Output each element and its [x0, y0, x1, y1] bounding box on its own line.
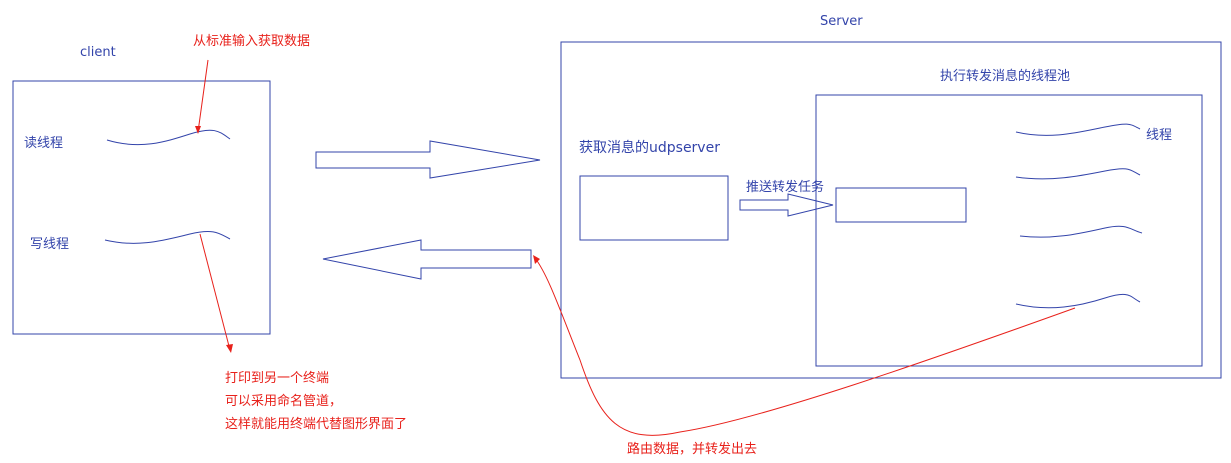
print-pointer-line [199, 233, 231, 351]
pool-thread-wave-1 [1015, 123, 1141, 136]
thread-pool-box [815, 94, 1203, 367]
route-annotation: 路由数据，并转发出去 [627, 442, 758, 457]
udpserver-label: 获取消息的udpserver [579, 140, 720, 156]
thread-label: 线程 [1146, 128, 1173, 143]
pool-thread-wave-4 [1015, 293, 1141, 309]
pool-thread-wave-3 [1019, 225, 1143, 238]
client-to-server-arrow [315, 140, 541, 179]
print-annotation-line1: 打印到另一个终端 [225, 371, 330, 386]
push-task-arrow [739, 193, 834, 217]
server-box [560, 41, 1222, 379]
pool-thread-wave-2 [1015, 168, 1141, 180]
print-annotation-line3: 这样就能用终端代替图形界面了 [225, 417, 408, 432]
thread-pool-label: 执行转发消息的线程池 [940, 69, 1071, 84]
write-thread-label: 写线程 [30, 237, 70, 252]
stdin-pointer-head [195, 126, 201, 134]
print-annotation-line2: 可以采用命名管道， [225, 394, 343, 409]
task-queue-box [835, 187, 967, 223]
print-pointer-head [226, 344, 233, 353]
stdin-annotation: 从标准输入获取数据 [193, 34, 311, 49]
route-curve-head [533, 255, 540, 264]
route-curve [534, 257, 1076, 436]
read-thread-label: 读线程 [24, 136, 64, 151]
server-title: Server [820, 14, 863, 29]
client-title: client [80, 45, 116, 60]
push-task-label: 推送转发任务 [746, 180, 825, 195]
stdin-pointer-line [197, 59, 209, 133]
client-box [12, 80, 271, 335]
udpserver-box [579, 175, 729, 241]
read-thread-wave [106, 129, 231, 146]
server-to-client-arrow [322, 239, 532, 280]
write-thread-wave [104, 231, 231, 244]
